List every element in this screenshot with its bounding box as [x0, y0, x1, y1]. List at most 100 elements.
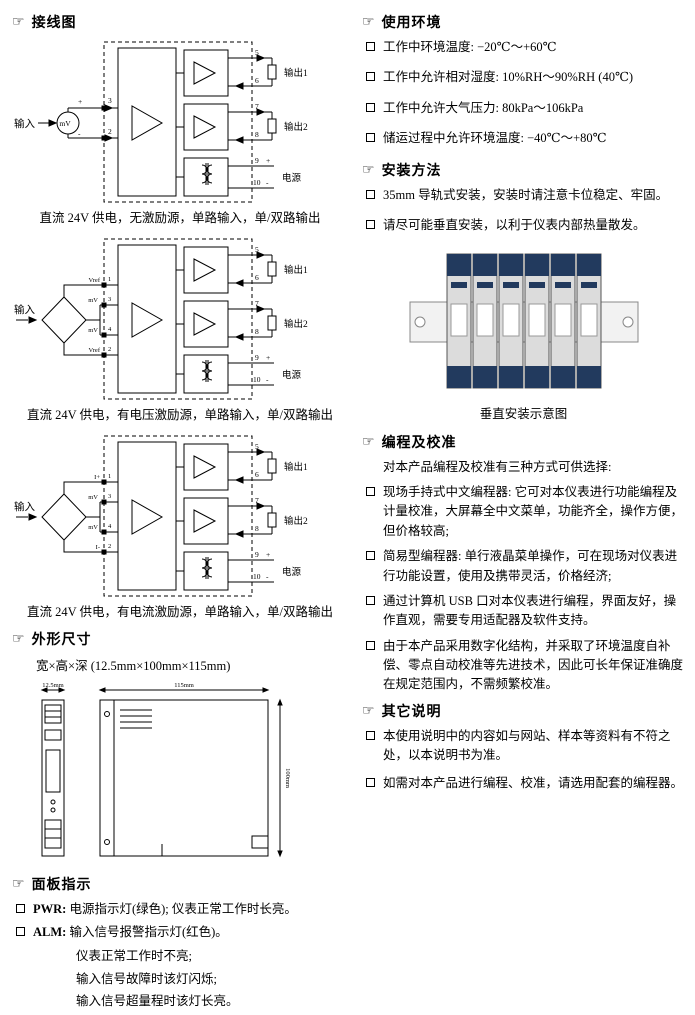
- alm-sub-line: 输入信号故障时该灯闪烁;: [76, 971, 217, 986]
- list-item-text: 储运过程中允许环境温度: −40℃～+80℃: [383, 131, 607, 146]
- indicator-desc-alm: 输入信号报警指示灯(红色)。: [69, 925, 228, 940]
- alm-sub-line: 输入信号超量程时该灯长亮。: [76, 994, 239, 1009]
- output2-label: 输出2: [284, 318, 308, 330]
- section-header-dimensions: ☞ 外形尺寸: [12, 629, 348, 649]
- left-terminal-number: 2: [108, 543, 111, 550]
- installation-list: 35mm 导轨式安装，安装时请注意卡位稳定、牢固。 请尽可能垂直安装，以利于仪表…: [362, 186, 685, 236]
- list-item: 工作中允许相对湿度: 10%RH～90%RH (40℃): [366, 68, 685, 87]
- left-terminal-number: 1: [108, 473, 111, 480]
- output1-label: 输出1: [284, 461, 308, 473]
- list-item-text: 通过计算机 USB 口对本仪表进行编程，界面友好，操作直观，需要专用适配器及软件…: [383, 593, 677, 628]
- panel-indicator-list: PWR: 电源指示灯(绿色); 仪表正常工作时长亮。 ALM: 输入信号报警指示…: [12, 900, 348, 1011]
- list-item-text: 35mm 导轨式安装，安装时请注意卡位稳定、牢固。: [383, 187, 669, 202]
- checkbox-marker-icon: [366, 72, 375, 82]
- left-terminal-number: 2: [108, 346, 111, 353]
- input-label: 输入: [14, 303, 35, 316]
- list-item: 储运过程中允许环境温度: −40℃～+80℃: [366, 129, 685, 148]
- wiring-caption-2: 直流 24V 供电，有电压激励源，单路输入，单/双路输出: [26, 408, 334, 422]
- list-item-text: ALM: 输入信号报警指示灯(红色)。: [33, 923, 348, 942]
- list-item: 请尽可能垂直安装，以利于仪表内部热量散发。: [366, 216, 685, 235]
- section-title-panel: 面板指示: [31, 878, 92, 893]
- list-item-text: PWR: 电源指示灯(绿色); 仪表正常工作时长亮。: [33, 900, 348, 919]
- list-item-text: 如需对本产品进行编程、校准，请选用配套的编程器。: [383, 775, 684, 790]
- checkbox-marker-icon: [366, 551, 375, 561]
- power-plus-sign: +: [266, 353, 270, 362]
- section-header-installation: ☞ 安装方法: [362, 160, 685, 180]
- output2-label: 输出2: [284, 515, 308, 527]
- list-item-text: 本使用说明中的内容如与网站、样本等资料有不符之处，以本说明书为准。: [383, 728, 671, 763]
- alm-sub-line: 仪表正常工作时不亮;: [76, 948, 192, 963]
- left-terminal-number: 3: [108, 96, 112, 105]
- pointing-hand-icon: ☞: [12, 631, 25, 647]
- section-title-installation: 安装方法: [381, 163, 442, 179]
- left-terminal-number: 2: [108, 127, 112, 136]
- list-item: 35mm 导轨式安装，安装时请注意卡位稳定、牢固。: [366, 186, 685, 205]
- pointing-hand-icon: ☞: [12, 876, 25, 892]
- power-minus-sign: -: [266, 572, 269, 581]
- power-minus-sign: -: [266, 178, 269, 187]
- list-item-text: 工作中环境温度: −20℃～+60℃: [383, 40, 557, 54]
- left-terminal-number: 3: [108, 493, 111, 500]
- programming-list: 现场手持式中文编程器: 它可对本仪表进行功能编程及计量校准，大屏幕全中文菜单，功…: [362, 483, 685, 695]
- power-plus-sign: +: [266, 550, 270, 559]
- input-minus-sign: -: [78, 129, 81, 138]
- din-module: [446, 253, 471, 389]
- width-dimension-label: 12.5mm: [42, 682, 64, 689]
- mounting-figure-wrap: [362, 246, 685, 400]
- input-label: 输入: [14, 500, 35, 513]
- pointing-hand-icon: ☞: [362, 434, 375, 451]
- power-label: 电源: [282, 566, 302, 578]
- left-terminal-number: 3: [108, 296, 111, 303]
- checkbox-marker-icon: [366, 777, 375, 787]
- terminal-number: 9: [255, 156, 259, 165]
- checkbox-marker-icon: [366, 102, 375, 112]
- vertical-mounting-figure: [409, 253, 638, 389]
- input-label: 输入: [14, 117, 35, 130]
- section-title-dimensions: 外形尺寸: [31, 633, 92, 648]
- list-item-pwr: PWR: 电源指示灯(绿色); 仪表正常工作时长亮。: [16, 900, 348, 919]
- power-plus-sign: +: [266, 156, 270, 165]
- terminal-number: 7: [255, 299, 259, 308]
- list-item: 简易型编程器: 单行液晶菜单操作，可在现场对仪表进行功能设置，使用及携带灵活，价…: [366, 547, 685, 586]
- other-notes-list: 本使用说明中的内容如与网站、样本等资料有不符之处，以本说明书为准。 如需对本产品…: [362, 727, 685, 793]
- section-title-wiring: 接线图: [31, 16, 77, 31]
- terminal-number: 6: [255, 470, 259, 479]
- environment-list: 工作中环境温度: −20℃～+60℃ 工作中允许相对湿度: 10%RH～90%R…: [362, 38, 685, 149]
- din-module: [472, 253, 497, 389]
- section-title-other: 其它说明: [381, 704, 442, 720]
- left-terminal-number: 4: [108, 523, 112, 530]
- mv-source-label: mV: [59, 119, 71, 128]
- excitation-label: I+: [94, 474, 100, 481]
- list-item: 通过计算机 USB 口对本仪表进行编程，界面友好，操作直观，需要专用适配器及软件…: [366, 592, 685, 631]
- section-header-wiring: ☞ 接线图: [12, 12, 348, 32]
- excitation-label: Vref: [88, 347, 100, 354]
- output1-label: 输出1: [284, 67, 308, 79]
- terminal-number: 9: [255, 550, 259, 559]
- height-dimension-label: 100mm: [284, 768, 291, 788]
- mounting-figure-caption: 垂直安装示意图: [479, 407, 568, 422]
- excitation-label: I-: [96, 544, 100, 551]
- terminal-number: 5: [255, 442, 259, 451]
- terminal-number: 6: [255, 76, 259, 85]
- input-plus-sign: +: [78, 97, 82, 106]
- checkbox-marker-icon: [366, 133, 375, 143]
- terminal-number: 10: [253, 178, 261, 187]
- list-item: 本使用说明中的内容如与网站、样本等资料有不符之处，以本说明书为准。: [366, 727, 685, 766]
- din-module: [550, 253, 575, 389]
- section-header-programming: ☞ 编程及校准: [362, 432, 685, 452]
- signal-label: mV: [88, 524, 98, 531]
- wiring-diagram-1: mV + - 3 2 输入 5 6 7 8 9 10 输出1 输出2 + - 电…: [14, 41, 308, 203]
- checkbox-marker-icon: [16, 927, 25, 937]
- programming-intro: 对本产品编程及校准有三种方式可供选择:: [383, 460, 612, 475]
- terminal-number: 10: [253, 375, 261, 384]
- checkbox-marker-icon: [366, 487, 375, 496]
- terminal-number: 7: [255, 102, 259, 111]
- power-label: 电源: [282, 369, 302, 381]
- terminal-number: 5: [255, 245, 259, 254]
- section-header-panel: ☞ 面板指示: [12, 874, 348, 894]
- checkbox-marker-icon: [366, 640, 375, 650]
- list-item-text: 工作中允许大气压力: 80kPa～106kPa: [383, 100, 584, 115]
- left-column: ☞ 接线图: [12, 8, 348, 1015]
- wiring-diagram-2: Vref mV mV Vref 1 3 4 2 输入 5 6 7 8 9 10 …: [14, 238, 308, 400]
